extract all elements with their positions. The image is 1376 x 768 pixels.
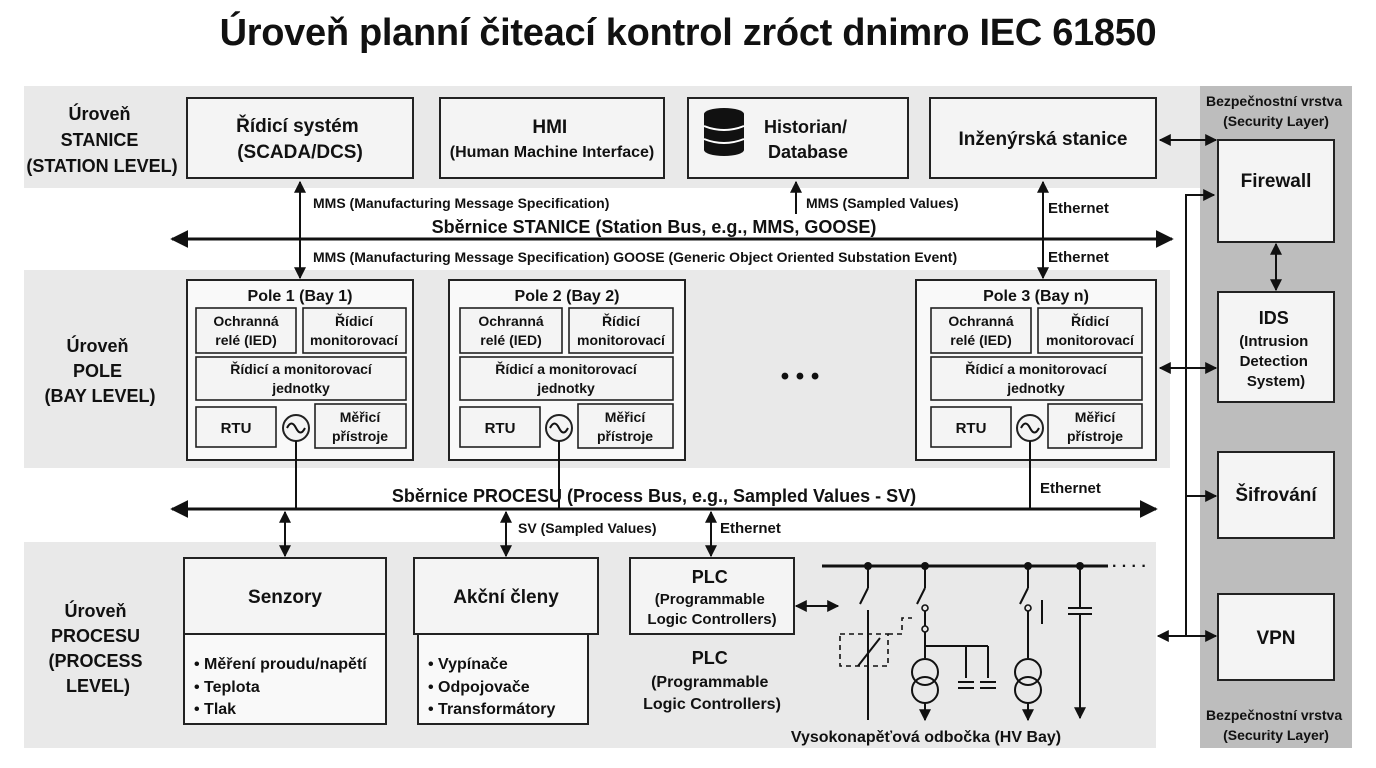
ethernet-bottom-label: Ethernet: [1048, 249, 1109, 266]
process-ethernet-label: Ethernet: [1040, 480, 1101, 497]
ids-box: IDS (Intrusion Detection System): [1217, 291, 1335, 403]
scada-box: Řídicí systém (SCADA/DCS): [186, 97, 414, 179]
sv-label: SV (Sampled Values): [518, 520, 657, 536]
process-level-label: Úroveň PROCESU (PROCESS LEVEL): [48, 600, 147, 696]
actuators-title: Akční členy: [453, 587, 559, 608]
mms-sv-label: MMS (Sampled Values): [806, 195, 958, 211]
actuators-list: • Vypínače • Odpojovače • Transformátory: [428, 656, 556, 718]
hv-bay-label: Vysokonapěťová odbočka (HV Bay): [791, 729, 1061, 746]
bay-title: Pole 2 (Bay 2): [515, 288, 620, 305]
svg-text:Inženýrská stanice: Inženýrská stanice: [959, 129, 1128, 150]
bay-level-label: Úroveň POLE (BAY LEVEL): [44, 335, 155, 406]
mms-goose-label: MMS (Manufacturing Message Specification…: [313, 249, 957, 265]
sine-wave-icon: [282, 414, 310, 442]
svg-text:HMI (Human Machine Inter: HMI (Human Machine Interface): [450, 117, 654, 161]
sine-wave-icon: [1016, 414, 1044, 442]
actuators-box: Akční členy • Vypínače • Odpojovače • Tr…: [413, 557, 599, 725]
firewall-box: Firewall: [1217, 139, 1335, 243]
station-level-label: Úroveň STANICE (STATION LEVEL): [26, 103, 177, 176]
bay-title: Pole 3 (Bay n): [983, 288, 1089, 305]
station-bus-label: Sběrnice STANICE (Station Bus, e.g., MMS…: [432, 217, 877, 237]
bay-rtu: RTU: [221, 420, 252, 437]
bay-rtu: RTU: [485, 420, 516, 437]
bays-ellipsis: • • •: [781, 363, 820, 390]
page-title: Úroveň planní čiteací kontrol zróct dnim…: [219, 12, 1157, 54]
svg-text:PLC (Programmable: PLC (Programmable Logic Controllers): [647, 567, 776, 628]
bay-rtu: RTU: [956, 420, 987, 437]
process-bus-label: Sběrnice PROCESU (Process Bus, e.g., Sam…: [392, 486, 916, 506]
mms-top-label: MMS (Manufacturing Message Specification…: [313, 195, 609, 211]
vpn-box: VPN: [1217, 593, 1335, 681]
svg-text:IDS (Intrusion Det: IDS (Intrusion Detection System): [1239, 308, 1313, 390]
sine-wave-icon: [545, 414, 573, 442]
security-bottom-label: Bezpečnostní vrstva (Security Layer): [1206, 707, 1346, 743]
encryption-box: Šifrování: [1217, 451, 1335, 539]
ethernet-top-label: Ethernet: [1048, 200, 1109, 217]
plc-label: PLC (Programmable Logic Controllers): [643, 648, 781, 713]
engineering-station-box: Inženýrská stanice: [929, 97, 1157, 179]
security-top-label: Bezpečnostní vrstva (Security Layer): [1206, 93, 1346, 129]
svg-text:Historian/ Database: Historian/ Database: [764, 117, 852, 162]
svg-text:VPN: VPN: [1256, 628, 1295, 649]
svg-text:Firewall: Firewall: [1241, 171, 1312, 192]
sensors-box: Senzory • Měření proudu/napětí • Teplota…: [183, 557, 387, 725]
hv-bay-schematic: · · · ·: [791, 558, 1147, 746]
security-spine: [1185, 189, 1216, 636]
plc-box: PLC (Programmable Logic Controllers): [629, 557, 795, 635]
sensors-list: • Měření proudu/napětí • Teplota • Tlak: [194, 656, 371, 718]
sensors-title: Senzory: [248, 587, 322, 608]
historian-box: Historian/ Database: [687, 97, 909, 179]
hv-ellipsis: · · · ·: [1112, 558, 1147, 575]
hmi-box: HMI (Human Machine Interface): [439, 97, 665, 179]
process-ethernet2-label: Ethernet: [720, 520, 781, 537]
database-icon: [703, 108, 745, 156]
svg-text:Šifrování: Šifrování: [1235, 484, 1317, 506]
bay-title: Pole 1 (Bay 1): [248, 288, 353, 305]
svg-text:Řídicí systém (SCADA/DCS: Řídicí systém (SCADA/DCS): [236, 115, 364, 163]
